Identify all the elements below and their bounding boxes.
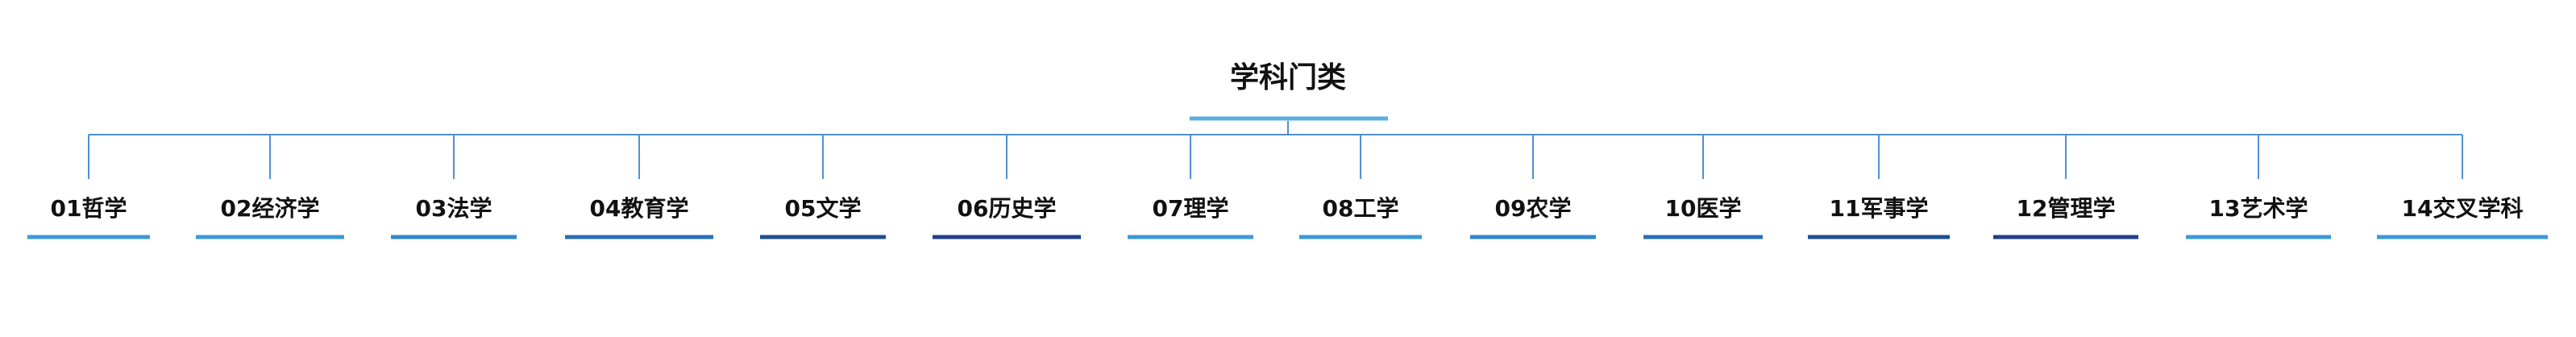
connector-lines: [88, 121, 2463, 179]
category-label: 03法学: [416, 195, 492, 222]
category-label: 06历史学: [958, 195, 1057, 222]
category-label: 13艺术学: [2209, 195, 2308, 222]
root-node-label: 学科门类: [1230, 60, 1346, 94]
category-label: 05文学: [785, 195, 862, 222]
category-label: 10医学: [1665, 195, 1742, 222]
category-label: 11军事学: [1830, 195, 1929, 222]
category-label: 02经济学: [221, 195, 320, 222]
category-label: 01哲学: [51, 195, 127, 222]
category-label: 14交叉学科: [2402, 195, 2524, 222]
category-label: 09农学: [1495, 195, 1572, 222]
category-nodes: 01哲学 02经济学 03法学 04教育学 05文学 06历史学 07理学 08工学 09农学 1…: [27, 195, 2548, 239]
category-label: 08工学: [1323, 195, 1399, 222]
category-label: 07理学: [1153, 195, 1229, 222]
category-label: 04教育学: [590, 195, 689, 222]
category-label: 12管理学: [2017, 195, 2116, 222]
